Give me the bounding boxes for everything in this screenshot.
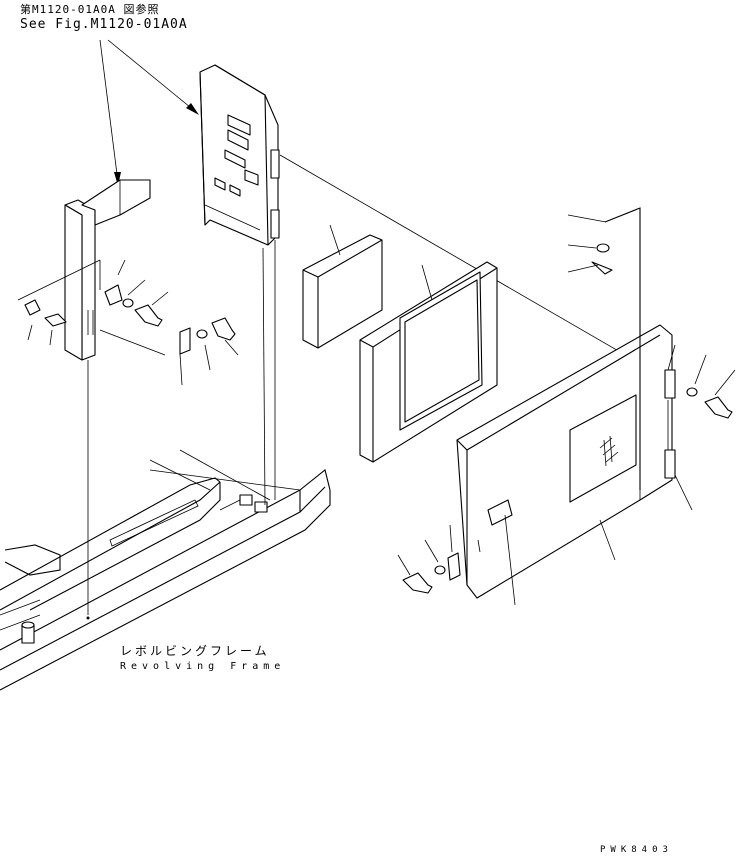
hinge-hardware-right xyxy=(664,344,736,511)
reference-arrows xyxy=(99,39,199,186)
insulation-pad xyxy=(302,224,383,349)
revolving-frame xyxy=(0,449,331,691)
bracket-and-bolts-left xyxy=(17,259,239,386)
reference-note-en: See Fig.M1120-01A0A xyxy=(20,17,188,32)
revolving-frame-label-ja: レボルビングフレーム xyxy=(120,644,270,658)
support-stay xyxy=(64,179,151,620)
alignment-line xyxy=(279,154,666,379)
latch-parts xyxy=(567,207,641,490)
door-lock-hardware xyxy=(397,524,461,594)
revolving-frame-label-en: Revolving Frame xyxy=(120,661,286,672)
drawing-code: PWK8403 xyxy=(600,845,673,855)
window-frame xyxy=(359,261,498,463)
reference-note-ja: 第M1120-01A0A 図参照 xyxy=(20,3,160,16)
side-door xyxy=(456,324,673,606)
upper-bracket xyxy=(199,64,280,506)
